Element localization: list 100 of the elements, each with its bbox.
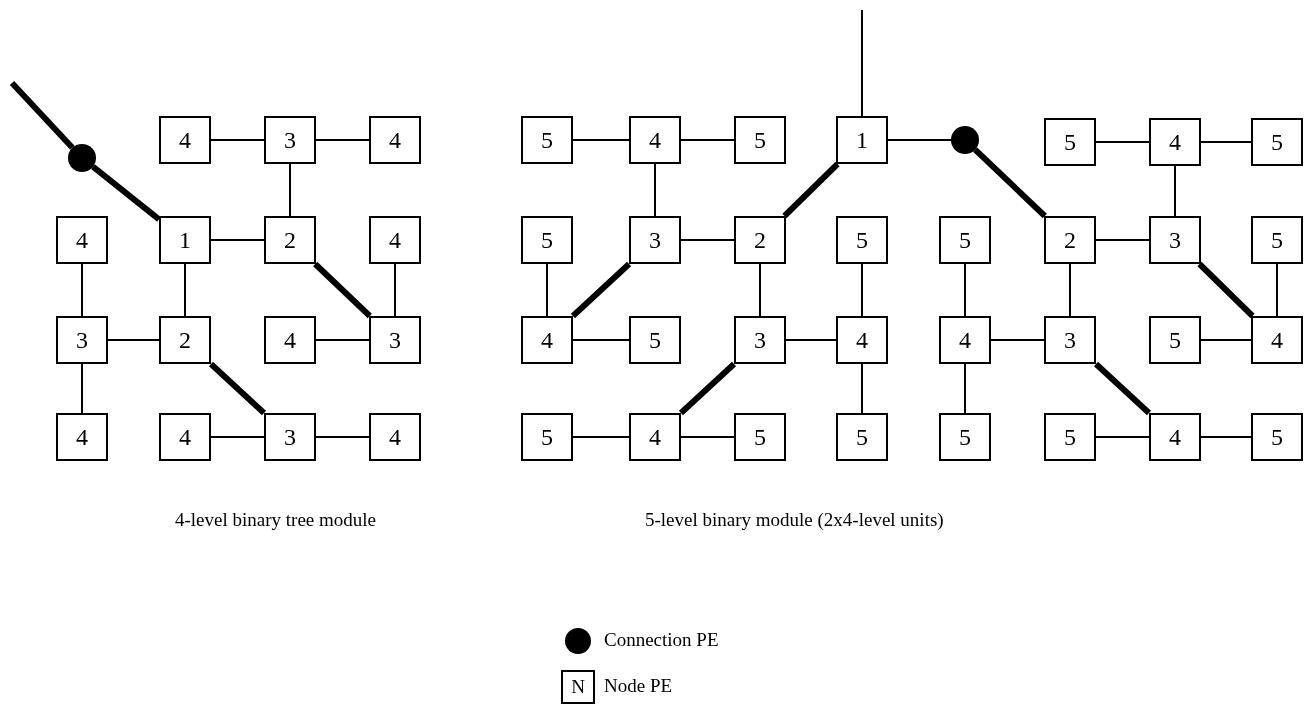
connector-line	[785, 339, 837, 341]
node-pe-box: 1	[836, 116, 888, 164]
node-pe-box: 4	[836, 316, 888, 364]
node-pe-box: 2	[159, 316, 211, 364]
connector-line	[572, 436, 630, 438]
connector-line	[572, 339, 630, 341]
node-pe-box: 3	[56, 316, 108, 364]
node-pe-box: 3	[1149, 216, 1201, 264]
connector-line	[315, 139, 370, 141]
node-pe-box: 3	[629, 216, 681, 264]
node-pe-box: 2	[1044, 216, 1096, 264]
connector-line	[1095, 141, 1150, 143]
connector-line	[184, 263, 186, 317]
connector-line	[654, 163, 656, 217]
node-pe-box: 5	[1251, 118, 1303, 166]
module-caption: 4-level binary tree module	[175, 509, 376, 531]
connector-line	[81, 363, 83, 414]
connector-line	[1095, 239, 1150, 241]
legend-node-box: N	[561, 670, 595, 704]
connection-pe-dot	[951, 126, 979, 154]
node-pe-box: 5	[939, 216, 991, 264]
node-pe-box: 5	[836, 413, 888, 461]
connector-line	[546, 263, 548, 317]
node-pe-box: 5	[939, 413, 991, 461]
node-pe-box: 3	[264, 413, 316, 461]
node-pe-box: 5	[1044, 118, 1096, 166]
module-caption: 5-level binary module (2x4-level units)	[645, 509, 944, 531]
node-pe-box: 4	[629, 116, 681, 164]
node-pe-box: 5	[521, 216, 573, 264]
connector-line	[1093, 361, 1152, 416]
connection-pe-dot	[68, 144, 96, 172]
connector-line	[315, 436, 370, 438]
node-pe-box: 3	[734, 316, 786, 364]
connector-line	[964, 363, 966, 414]
connector-line	[1200, 141, 1252, 143]
node-pe-box: 1	[159, 216, 211, 264]
connector-line	[91, 164, 161, 222]
node-pe-box: 4	[629, 413, 681, 461]
node-pe-box: 3	[1044, 316, 1096, 364]
connector-line	[861, 9, 863, 117]
connector-line	[887, 139, 952, 141]
connector-line	[210, 239, 265, 241]
connector-line	[861, 263, 863, 317]
node-pe-box: 4	[939, 316, 991, 364]
node-pe-box: 4	[1251, 316, 1303, 364]
connector-line	[572, 139, 630, 141]
node-pe-box: 5	[734, 116, 786, 164]
node-pe-box: 4	[369, 216, 421, 264]
legend-text: Connection PE	[604, 629, 719, 651]
connector-line	[1095, 436, 1150, 438]
node-pe-box: 4	[264, 316, 316, 364]
node-pe-box: 5	[734, 413, 786, 461]
node-pe-box: 5	[1251, 413, 1303, 461]
node-pe-box: 2	[264, 216, 316, 264]
node-pe-box: 4	[159, 116, 211, 164]
connector-line	[394, 263, 396, 317]
connector-line	[9, 80, 75, 150]
node-pe-box: 4	[369, 116, 421, 164]
node-pe-box: 4	[521, 316, 573, 364]
connector-line	[759, 263, 761, 317]
node-pe-box: 3	[264, 116, 316, 164]
node-pe-box: 5	[1044, 413, 1096, 461]
connector-line	[81, 263, 83, 317]
node-pe-box: 5	[1149, 316, 1201, 364]
connector-line	[782, 161, 840, 219]
node-pe-box: 4	[369, 413, 421, 461]
connector-line	[289, 163, 291, 217]
connector-line	[1200, 436, 1252, 438]
connector-line	[680, 139, 735, 141]
node-pe-box: 4	[159, 413, 211, 461]
node-pe-box: 2	[734, 216, 786, 264]
connector-line	[210, 139, 265, 141]
connector-line	[678, 361, 737, 416]
connector-line	[570, 261, 632, 319]
node-pe-box: 5	[521, 413, 573, 461]
connector-line	[973, 147, 1047, 219]
connector-line	[1069, 263, 1071, 317]
node-pe-box: 4	[1149, 118, 1201, 166]
connector-line	[313, 261, 372, 319]
connector-line	[208, 361, 267, 416]
node-pe-box: 5	[521, 116, 573, 164]
connector-line	[1200, 339, 1252, 341]
connector-line	[1174, 165, 1176, 217]
node-pe-box: 5	[836, 216, 888, 264]
node-pe-box: 5	[1251, 216, 1303, 264]
node-pe-box: 4	[56, 413, 108, 461]
connector-line	[107, 339, 160, 341]
connector-line	[680, 239, 735, 241]
legend-text: Node PE	[604, 675, 673, 697]
node-pe-box: 4	[56, 216, 108, 264]
connector-line	[680, 436, 735, 438]
connector-line	[861, 363, 863, 414]
connector-line	[1276, 263, 1278, 317]
node-pe-box: 3	[369, 316, 421, 364]
connector-line	[315, 339, 370, 341]
connector-line	[1197, 261, 1255, 319]
node-pe-box: 5	[629, 316, 681, 364]
connector-line	[210, 436, 265, 438]
node-pe-box: 4	[1149, 413, 1201, 461]
connector-line	[964, 263, 966, 317]
